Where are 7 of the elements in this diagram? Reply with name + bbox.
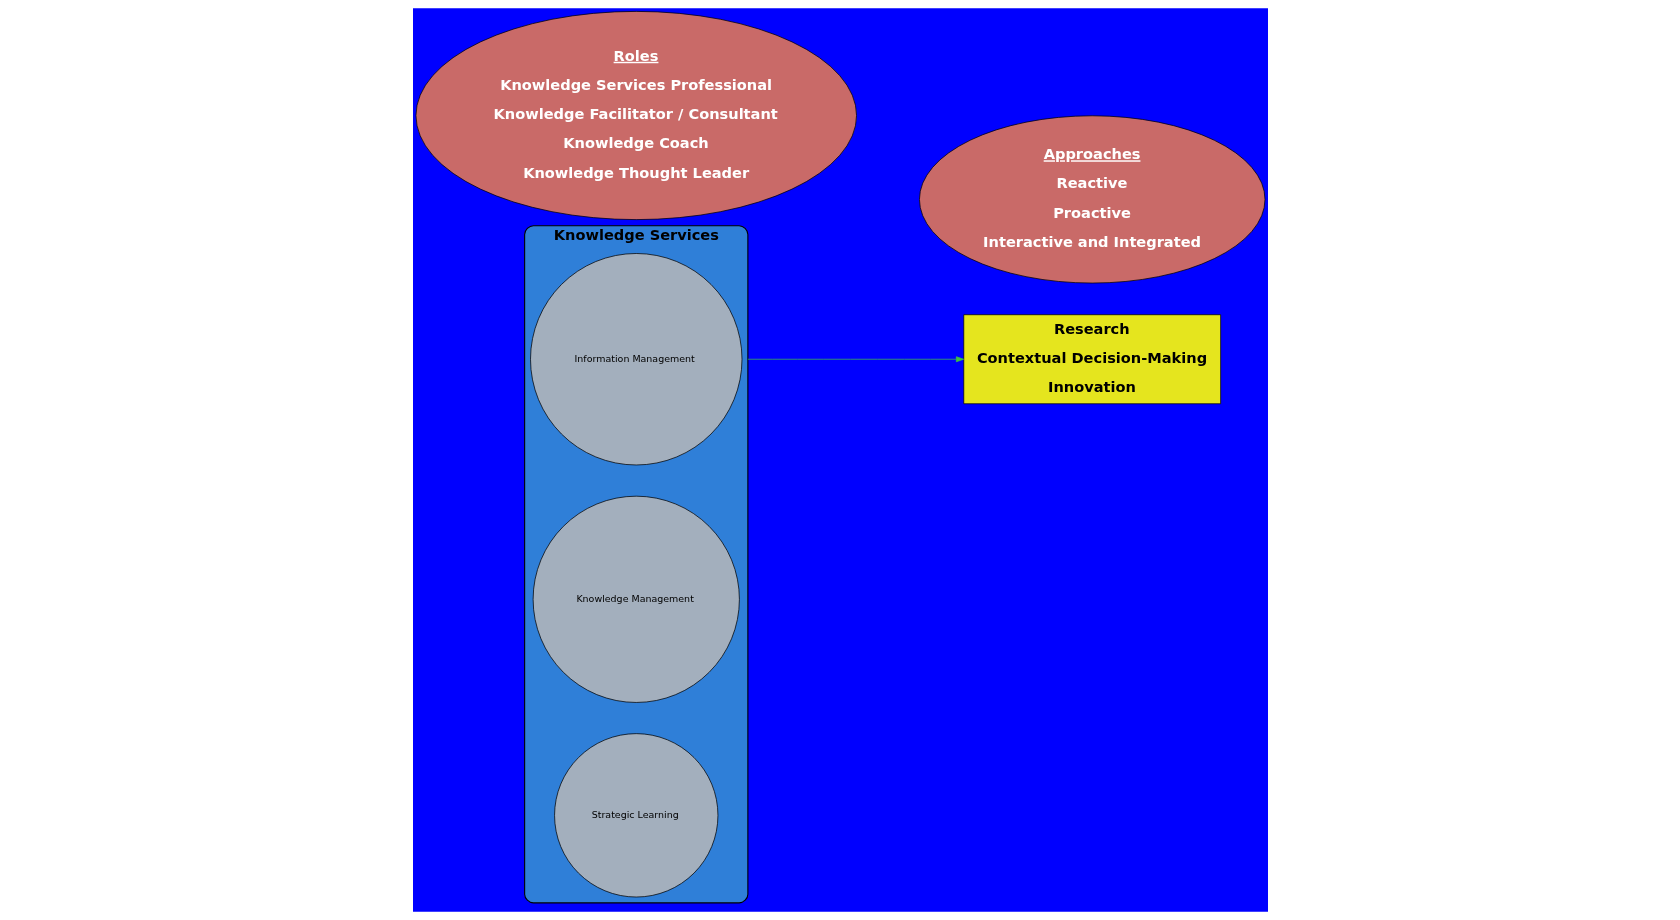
- node-circle: Information Management: [529, 253, 742, 466]
- node-ellipse: Approaches Reactive Proactive Interactive and Integrated: [918, 115, 1265, 284]
- node-box: Research Contextual Decision-Making Innovation: [962, 314, 1221, 405]
- node-circle: Knowledge Management: [532, 495, 740, 703]
- node-circle: Strategic Learning: [553, 733, 718, 898]
- node-ellipse: Roles Knowledge Services Professional Knowledge Facilitator / Consultant Knowledge Coach Knowledge Thought Leader: [415, 11, 857, 220]
- arrow: [747, 356, 964, 363]
